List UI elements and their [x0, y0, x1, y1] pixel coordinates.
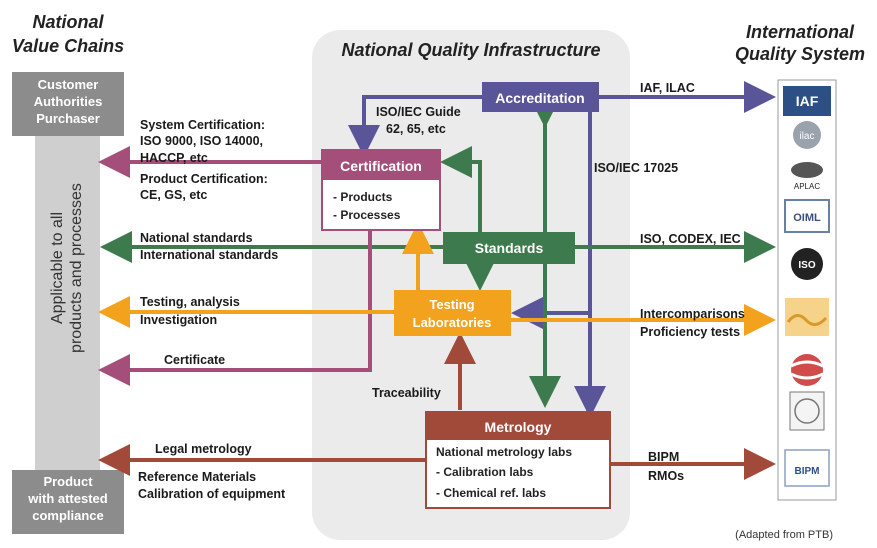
- customer-line2: Authorities: [34, 94, 103, 109]
- iso-guide-line1: ISO/IEC Guide: [376, 105, 461, 119]
- iaf-ilac-label: IAF, ILAC: [640, 81, 695, 95]
- nat-standards-line1: National standards: [140, 231, 253, 245]
- oiml-logo-text: OIML: [793, 212, 821, 224]
- certificate-label: Certificate: [164, 353, 225, 367]
- certification-header: [322, 150, 440, 180]
- header-intl-line1: International: [746, 22, 855, 42]
- header-intl-line2: Quality System: [735, 44, 865, 64]
- iso-codex-label: ISO, CODEX, IEC: [640, 232, 741, 246]
- standards-box: [443, 232, 575, 264]
- customer-box: [12, 72, 124, 136]
- intercomp-line1: Intercomparisons: [640, 307, 745, 321]
- wto-globe-icon: [791, 354, 823, 386]
- iaf-logo-text: IAF: [796, 93, 819, 109]
- product-cert-line2: CE, GS, etc: [140, 188, 207, 202]
- intercomp-line2: Proficiency tests: [640, 325, 740, 339]
- product-line1: Product: [43, 474, 93, 489]
- ref-materials-line2: Calibration of equipment: [138, 487, 286, 501]
- testing-title-line2: Laboratories: [413, 315, 492, 330]
- testing-analysis-line1: Testing, analysis: [140, 295, 240, 309]
- testing-title-line1: Testing: [429, 297, 474, 312]
- adapted-note: (Adapted from PTB): [735, 529, 833, 541]
- product-line2: with attested: [27, 491, 108, 506]
- ilac-logo: [793, 121, 821, 149]
- legal-metrology-label: Legal metrology: [155, 442, 252, 456]
- ilac-logo-text: ilac: [799, 131, 814, 142]
- bipm-logo: [784, 449, 830, 487]
- seal-icon: [794, 398, 820, 424]
- standards-to-certification-arrow: [440, 146, 482, 232]
- iso-logo: [791, 248, 823, 280]
- bipm-logo-text: BIPM: [795, 466, 820, 477]
- oiml-logo: [784, 199, 830, 233]
- wave-icon: [786, 314, 828, 326]
- metrology-header: [426, 412, 610, 440]
- iso-guide-line2: 62, 65, etc: [386, 122, 446, 136]
- applicable-line2: products and processes: [68, 183, 85, 353]
- header-international: International Quality System: [735, 22, 865, 64]
- ref-materials-line1: Reference Materials: [138, 470, 256, 484]
- accreditation-title: Accreditation: [495, 90, 584, 106]
- product-line3: compliance: [32, 508, 104, 523]
- bipm-line2: RMOs: [648, 469, 684, 483]
- header-nvc-line2: Value Chains: [12, 36, 124, 56]
- header-nvc-line1: National: [32, 12, 104, 32]
- globe-stripes: [790, 360, 824, 380]
- standards-title: Standards: [475, 240, 544, 256]
- iaf-logo: [783, 86, 831, 116]
- testing-box: [394, 290, 511, 336]
- metrology-item-chemical: - Chemical ref. labs: [436, 486, 546, 500]
- testing-analysis-line2: Investigation: [140, 313, 217, 327]
- iso17025-label: ISO/IEC 17025: [594, 161, 678, 175]
- header-national-value-chains: National Value Chains: [12, 12, 124, 56]
- aplac-logo-text: APLAC: [794, 182, 820, 191]
- metrology-item-national: National metrology labs: [436, 445, 572, 459]
- accreditation-to-certification-arrow: [348, 95, 482, 157]
- applicable-line1: Applicable to all: [49, 212, 66, 324]
- iso-logo-text: ISO: [798, 260, 815, 271]
- nat-standards-line2: International standards: [140, 248, 278, 262]
- bipm-line1: BIPM: [648, 450, 679, 464]
- applicable-strip: [35, 135, 100, 470]
- aplac-logo: [791, 162, 823, 178]
- header-nqi: National Quality Infrastructure: [341, 40, 600, 60]
- customer-line3: Purchaser: [36, 111, 100, 126]
- customer-line1: Customer: [38, 77, 99, 92]
- logo-stack: IAF ilac APLAC OIML ISO BIPM: [783, 86, 831, 487]
- accreditation-box: [482, 82, 599, 112]
- traceability-label: Traceability: [372, 386, 441, 400]
- product-cert-line1: Product Certification:: [140, 172, 268, 186]
- system-cert-line1: System Certification:: [140, 118, 265, 132]
- metrology-item-calibration: - Calibration labs: [436, 465, 534, 479]
- metrology-title: Metrology: [485, 419, 552, 435]
- system-cert-line3: HACCP, etc: [140, 151, 208, 165]
- system-cert-line2: ISO 9000, ISO 14000,: [140, 134, 263, 148]
- certification-title: Certification: [340, 158, 422, 174]
- product-box: [12, 470, 124, 534]
- certificate-arrow: [98, 230, 372, 386]
- certification-item-processes: - Processes: [333, 208, 401, 222]
- certification-item-products: - Products: [333, 190, 393, 204]
